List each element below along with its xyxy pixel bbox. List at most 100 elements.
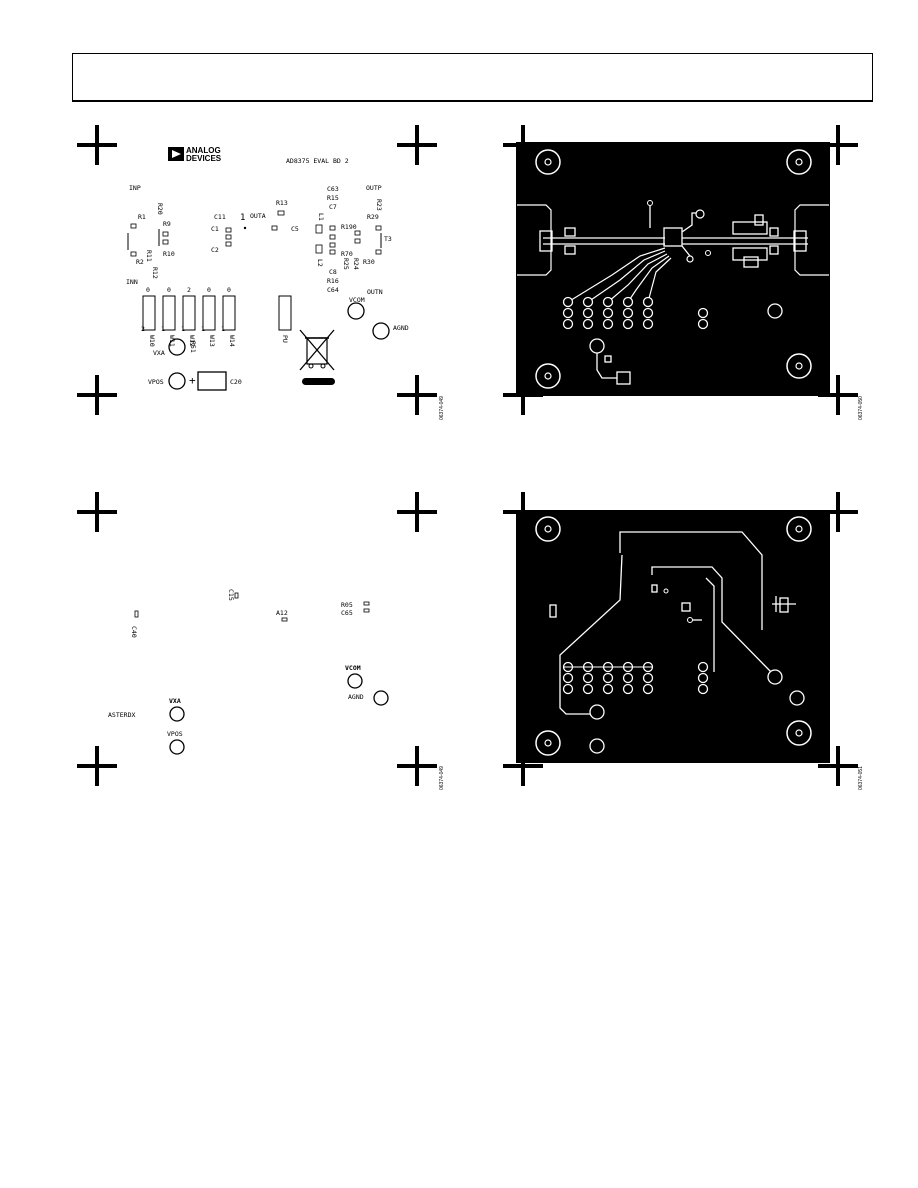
registration-mark <box>77 125 117 165</box>
jumper-bottom-label: 1 <box>181 325 185 333</box>
vpos-test-point <box>168 372 186 390</box>
label-pin-1: 1 <box>240 213 245 223</box>
bottom-silkscreen-panel: C15 A12 R05 C65 C40 VCOM AGND VXA ASTERD… <box>77 492 445 790</box>
label-c2: C2 <box>211 246 219 254</box>
registration-mark <box>397 746 437 786</box>
label-inp: INP <box>129 184 141 192</box>
label-t3: T3 <box>384 235 392 243</box>
label-r13: R13 <box>276 199 288 207</box>
label-r15: R15 <box>327 194 339 202</box>
registration-mark <box>77 375 117 415</box>
label-vxa-mirrored: VXA <box>169 697 181 705</box>
jumper-top-label: 0 <box>207 286 211 294</box>
pu-jumper <box>278 295 292 331</box>
agnd-test-point <box>373 690 389 706</box>
registration-mark <box>397 492 437 532</box>
top-copper-panel: 06374-050 <box>503 125 864 420</box>
label-r11: R11 <box>145 250 153 262</box>
label-r29: R29 <box>367 213 379 221</box>
label-c20: C20 <box>230 378 242 386</box>
jumper-name-label: W12 <box>188 335 196 347</box>
label-vpos-mirrored: VPOS <box>167 730 183 738</box>
jumper-bottom-label: 1 <box>161 325 165 333</box>
label-r70: R70 <box>341 250 353 258</box>
label-vcom-mirrored: VCOM <box>345 664 361 672</box>
label-c40: C40 <box>130 626 138 638</box>
label-c1: C1 <box>211 225 219 233</box>
label-outp: OUTP <box>366 184 382 192</box>
label-r12: R12 <box>151 267 159 279</box>
bottom-copper-panel: 06374-051 <box>503 492 864 790</box>
jumper-top-label: 0 <box>167 286 171 294</box>
jumper-name-label: W14 <box>228 335 236 347</box>
label-c7: C7 <box>329 203 337 211</box>
label-l1: L1 <box>317 213 325 221</box>
label-vpos: VPOS <box>148 378 164 386</box>
jumper-name-label: W10 <box>148 335 156 347</box>
vxa-test-point <box>169 706 185 722</box>
page-header-box <box>72 53 873 102</box>
logo-line2: DEVICES <box>186 154 222 163</box>
weee-bin-icon <box>299 329 335 385</box>
logo-line1: ANALOG <box>186 146 221 155</box>
jumper-bottom-label: 1 <box>201 325 205 333</box>
jumper-top-label: 0 <box>227 286 231 294</box>
label-r2: R2 <box>136 258 144 266</box>
analog-devices-logo: ANALOG DEVICES <box>168 146 222 163</box>
plus-sign-icon: + <box>189 374 196 387</box>
label-c64: C64 <box>327 286 339 294</box>
label-asterdx: ASTERDX <box>108 711 135 719</box>
jumper-headers: 0 0 2 0 0 2 1 1 1 1 W10 W11 W12 W13 W14 <box>141 286 236 347</box>
c20-capacitor <box>197 371 227 391</box>
board-title: AD8375 EVAL BD 2 <box>286 157 349 165</box>
label-r20: R20 <box>156 203 164 215</box>
agnd-test-point <box>372 322 390 340</box>
label-pu: PU <box>281 335 289 343</box>
jumper-name-label: W13 <box>208 335 216 347</box>
label-r23: R23 <box>375 199 383 211</box>
figure-id: 06374-049 <box>439 396 445 420</box>
label-r51: R51 <box>189 341 197 353</box>
label-r30: R30 <box>363 258 375 266</box>
jumper-bottom-label: 2 <box>141 325 145 333</box>
label-agnd-mirrored: AGND <box>348 693 364 701</box>
label-c65: C65 <box>341 609 353 617</box>
label-vxa: VXA <box>153 349 165 357</box>
figure-id: 06374-049 <box>439 766 445 790</box>
jumper-top-label: 0 <box>146 286 150 294</box>
label-outn: OUTN <box>367 288 383 296</box>
registration-mark <box>77 492 117 532</box>
label-vcom: VCOM <box>349 296 365 304</box>
label-inn: INN <box>126 278 138 286</box>
vxa-test-point <box>168 338 186 356</box>
label-r1: R1 <box>138 213 146 221</box>
registration-mark <box>77 746 117 786</box>
label-r25: R25 <box>342 258 350 270</box>
registration-mark <box>397 125 437 165</box>
label-r10: R10 <box>163 250 175 258</box>
registration-mark <box>397 375 437 415</box>
jumper-top-label: 2 <box>187 286 191 294</box>
label-r9: R9 <box>163 220 171 228</box>
vcom-test-point <box>347 673 363 689</box>
label-r190: R190 <box>341 223 357 231</box>
label-a12: A12 <box>276 609 288 617</box>
label-c11: C11 <box>214 213 226 221</box>
vpos-test-point <box>169 739 185 755</box>
label-r05: R05 <box>341 601 353 609</box>
vcom-test-point <box>347 302 365 320</box>
jumper-bottom-label: 1 <box>221 325 225 333</box>
figure-id: 06374-051 <box>858 766 864 790</box>
label-c8: C8 <box>329 268 337 276</box>
figure-id: 06374-050 <box>858 396 864 420</box>
label-r16: R16 <box>327 277 339 285</box>
label-c15: C15 <box>227 589 235 601</box>
label-c63: C63 <box>327 185 339 193</box>
label-agnd: AGND <box>393 324 409 332</box>
label-l2: L2 <box>316 259 324 267</box>
label-outa: OUTA <box>250 212 266 220</box>
label-c5: C5 <box>291 225 299 233</box>
top-silkscreen-panel: ANALOG DEVICES AD8375 EVAL BD 2 INP OUTP… <box>77 125 445 420</box>
label-r24: R24 <box>352 258 360 270</box>
